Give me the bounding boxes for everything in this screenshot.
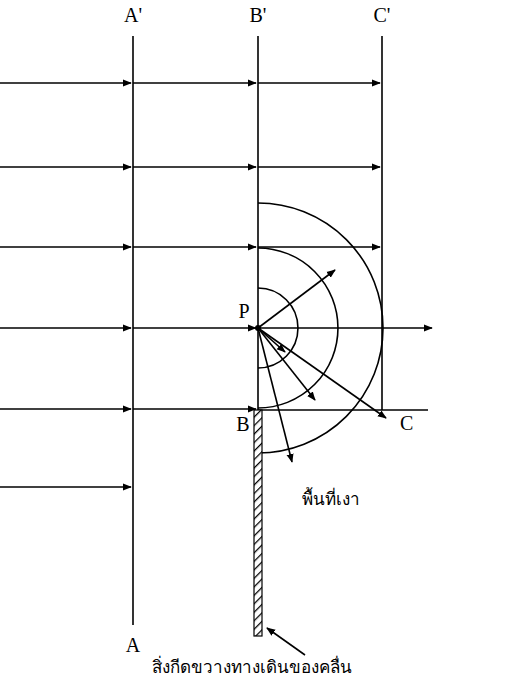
point-p bbox=[255, 325, 261, 331]
obstacle-label: สิ่งกีดขวางทางเดินของคลื่น bbox=[150, 658, 354, 677]
shadow-boundary-line bbox=[258, 409, 428, 411]
wavefront-label: C' bbox=[374, 4, 391, 26]
obstacle-barrier bbox=[254, 410, 262, 636]
point-label: P bbox=[238, 300, 249, 322]
wavefront-label: A bbox=[126, 634, 140, 656]
wavefront-label: A' bbox=[124, 4, 142, 26]
point-label: C bbox=[400, 412, 413, 434]
ray-arrows bbox=[0, 83, 432, 655]
wavefront-label: B' bbox=[250, 4, 267, 26]
point-label: B bbox=[236, 413, 249, 435]
wavefront-line bbox=[257, 36, 259, 410]
wavefront-line bbox=[381, 36, 383, 410]
wavefront-line bbox=[132, 36, 134, 625]
region-label: พื้นที่เงา bbox=[300, 490, 362, 509]
